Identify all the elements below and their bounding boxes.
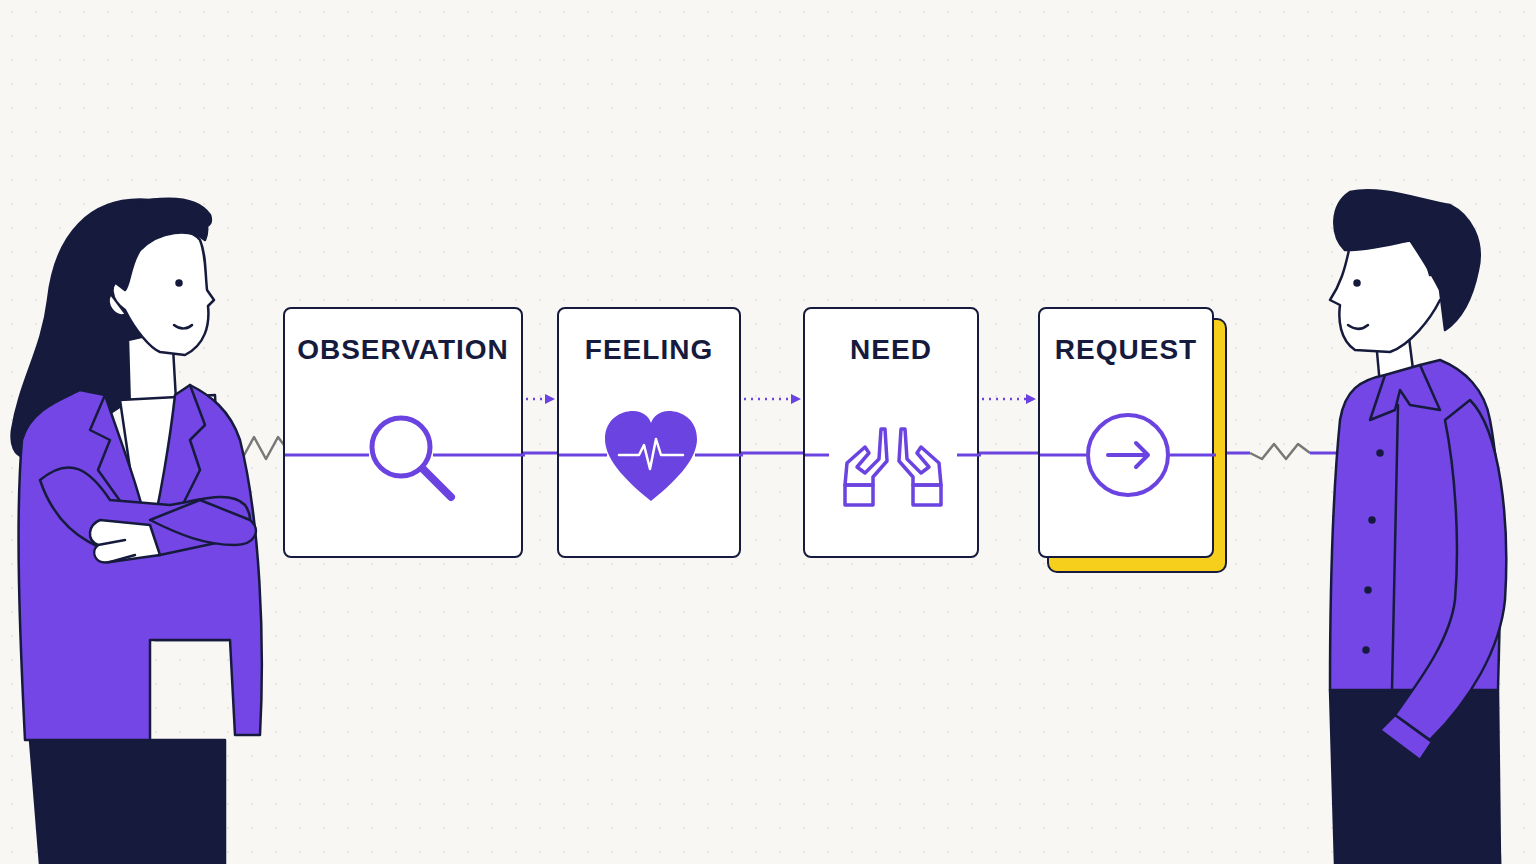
- flow-wire: [1170, 454, 1216, 457]
- man-figure: [1330, 190, 1506, 864]
- flow-wire: [695, 454, 743, 457]
- flow-arrow: [982, 398, 1035, 401]
- flow-arrow: [526, 398, 554, 401]
- feeling-card: FEELING: [557, 307, 741, 558]
- flow-wire: [805, 454, 829, 457]
- flow-wire: [285, 454, 369, 457]
- flow-wire: [433, 454, 525, 457]
- observation-card: OBSERVATION: [283, 307, 523, 558]
- flow-wire: [559, 454, 607, 457]
- request-card: REQUEST: [1038, 307, 1214, 558]
- flow-wire: [1040, 454, 1086, 457]
- card-title: FEELING: [585, 333, 713, 367]
- woman-figure: [12, 199, 262, 864]
- card-title: OBSERVATION: [297, 333, 509, 367]
- card-title-row: OBSERVATION: [285, 333, 521, 367]
- zigzag-wire: [1250, 444, 1310, 459]
- magnifier-icon: [372, 418, 451, 497]
- arrow-icon: [1088, 415, 1168, 495]
- card-title-row: NEED: [805, 333, 977, 367]
- flow-wire: [957, 454, 981, 457]
- need-card: NEED: [803, 307, 979, 558]
- card-title: NEED: [850, 333, 932, 367]
- card-title: REQUEST: [1055, 333, 1197, 367]
- card-title-row: REQUEST: [1040, 333, 1212, 367]
- flow-arrow: [744, 398, 800, 401]
- hands-icon: [845, 429, 941, 505]
- card-title-row: FEELING: [559, 333, 739, 367]
- heart-icon: [605, 411, 697, 501]
